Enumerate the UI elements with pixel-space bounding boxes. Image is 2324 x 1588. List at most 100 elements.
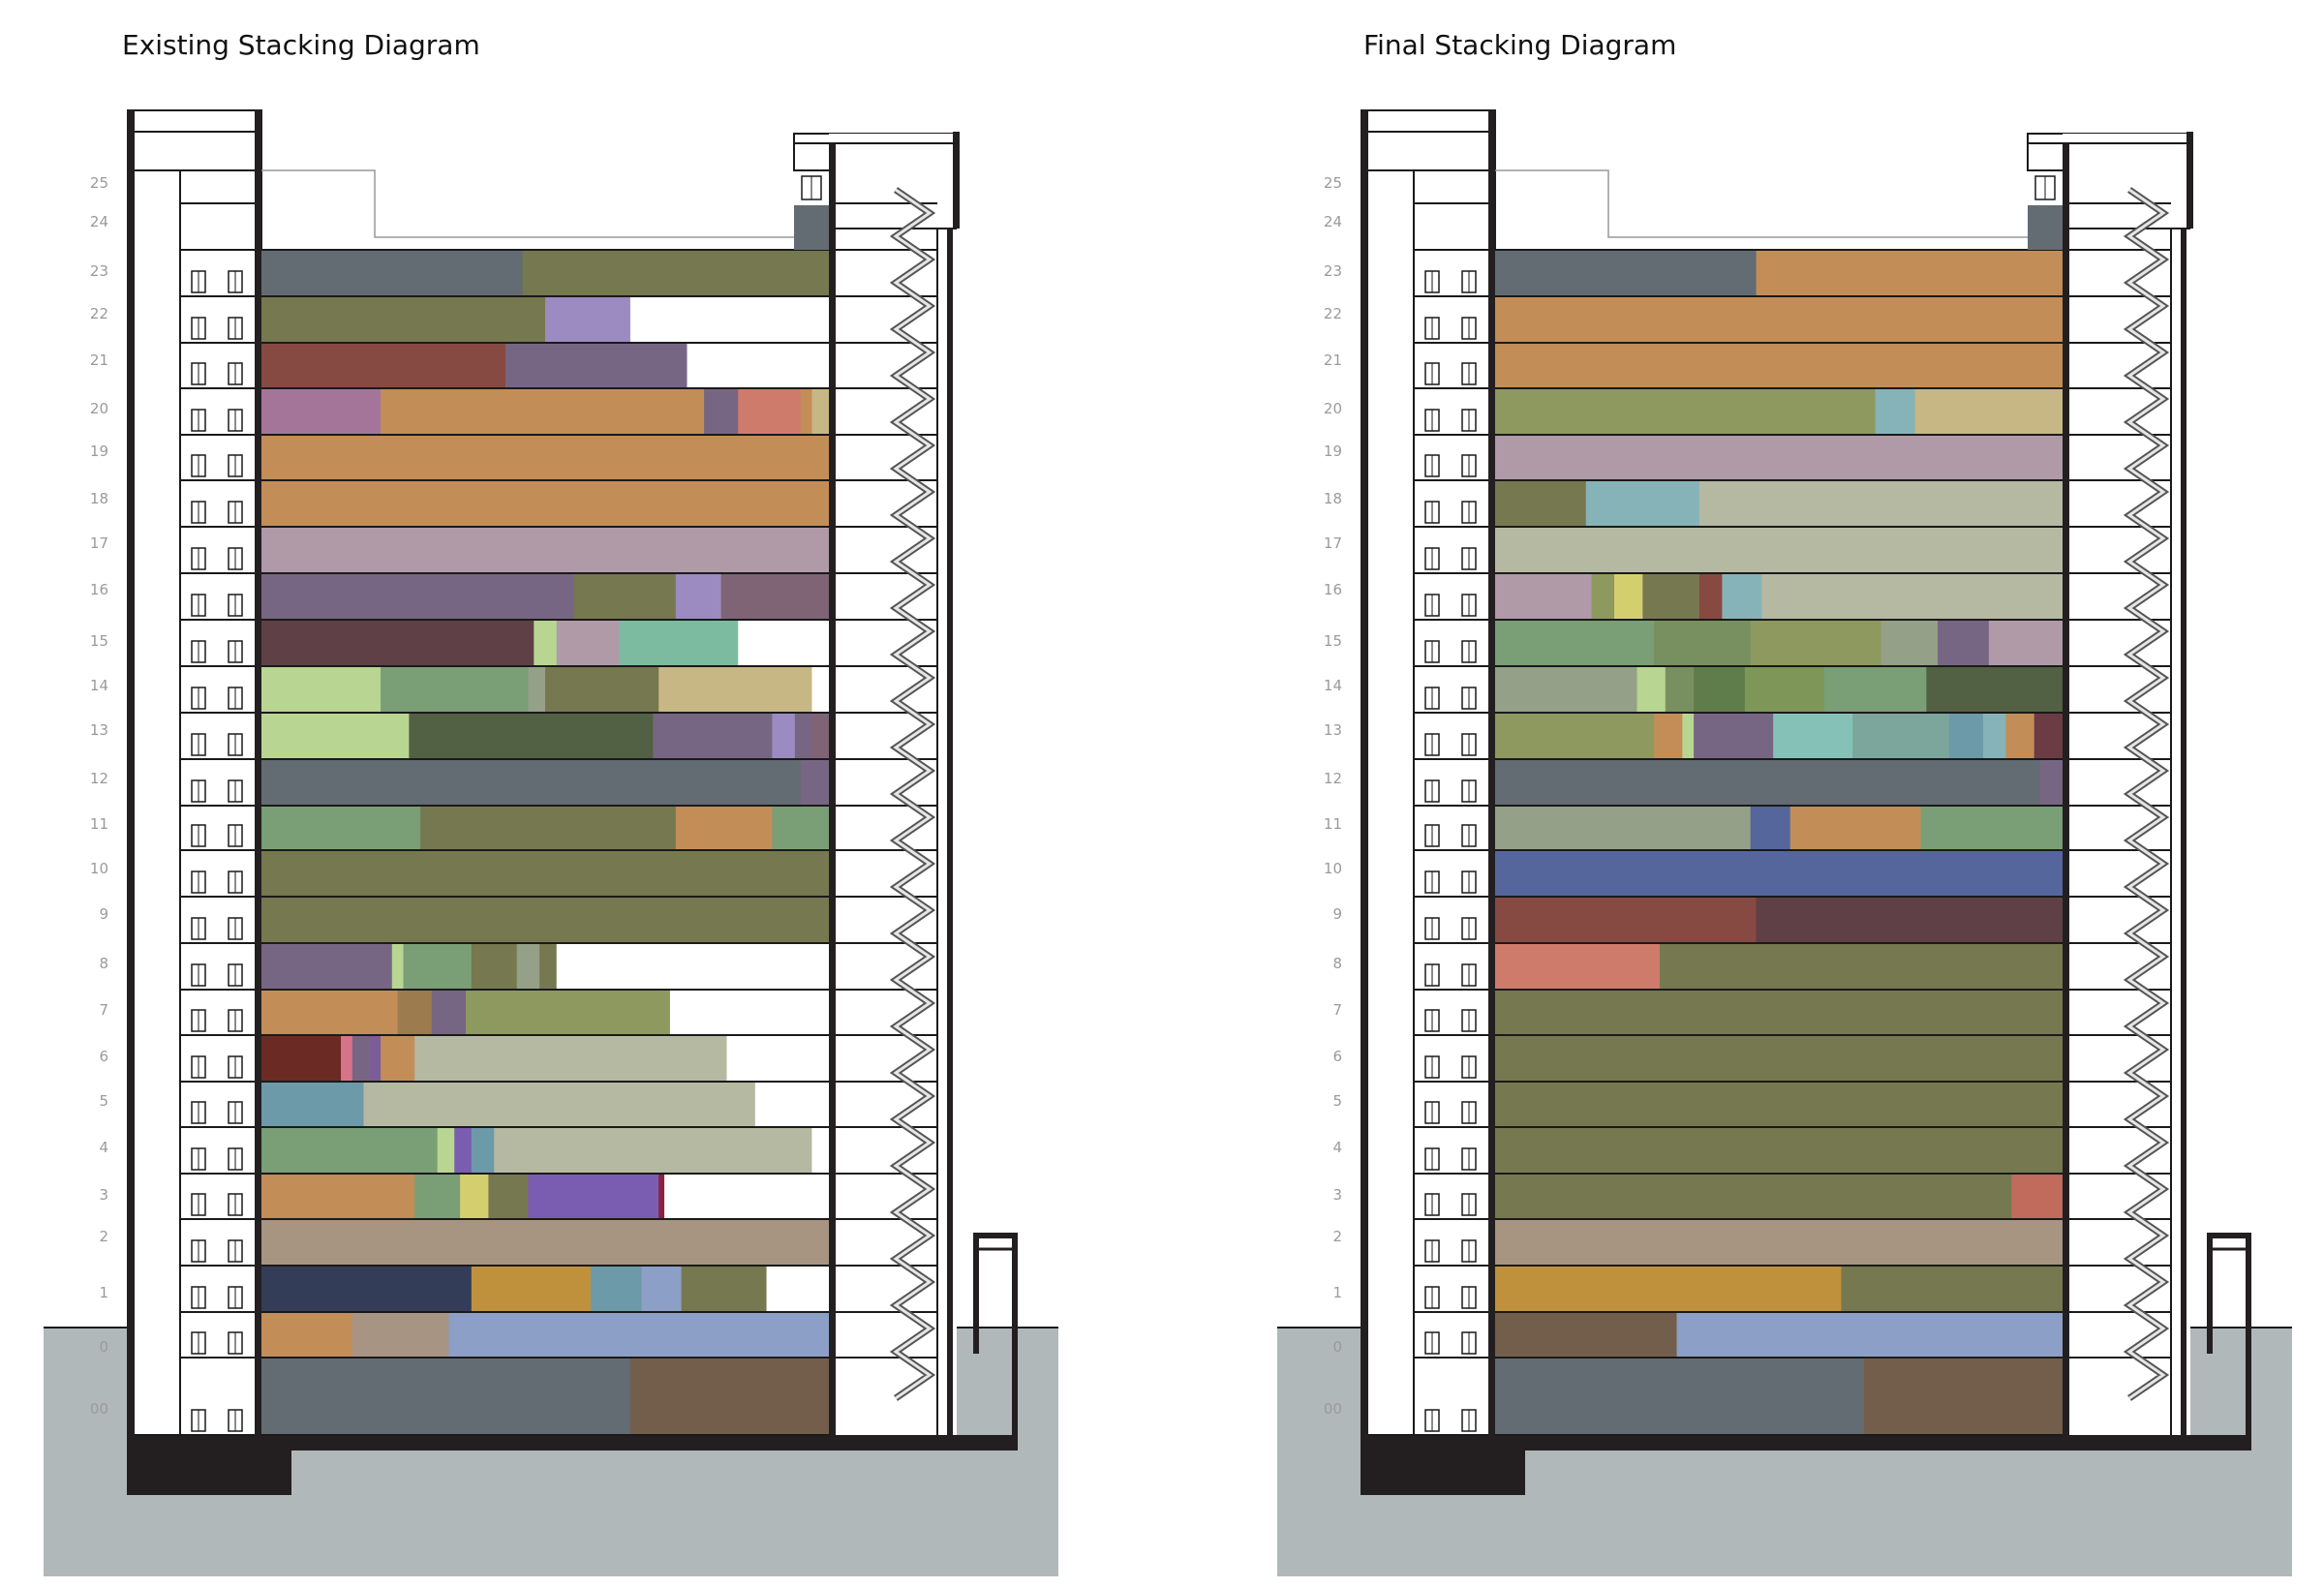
floor-segment [1495,1128,2064,1174]
floor-label-existing-15: 15 [90,632,108,650]
floor-segment [420,807,677,850]
floor-segment [545,297,631,343]
left-core [1362,109,1496,1436]
floor-label-final-9: 9 [1332,905,1342,923]
floor-segment [261,1083,364,1127]
floor-segment [448,1313,830,1358]
floor-segment [471,1128,495,1174]
exterior-stair-frame [973,1233,1018,1435]
floor-segment [414,1175,461,1219]
floor-segment [629,297,830,343]
floor-label-final-19: 19 [1324,443,1342,460]
floor-segment [409,714,654,759]
floor-segment [1636,667,1667,713]
floor-segment [1495,621,1655,666]
floor-segment [1495,807,1752,850]
floor-segment [1495,528,2064,573]
floor-segment [675,574,722,620]
floor-segment [1495,851,2064,897]
floor-segment [1676,1313,2064,1358]
floor-segment [1642,574,1700,620]
floor-segment [391,944,404,990]
roof-block [2028,205,2063,250]
floor-segment [261,1313,353,1358]
floor-label-final-1: 1 [1332,1284,1342,1301]
floor-segment [471,1267,592,1312]
floor-segment [766,1267,830,1312]
floor-segment [1761,574,2064,620]
floor-segment [516,944,540,990]
floor-segment [1694,714,1774,759]
floor-segment [704,389,739,435]
floor-segment [1881,621,1939,666]
floor-segment [811,714,830,759]
floor-label-final-2: 2 [1332,1228,1342,1245]
floor-label-final-00: 00 [1324,1400,1342,1418]
floor-segment [772,714,796,759]
floor-segment [794,714,812,759]
floor-segment [658,1175,665,1219]
floor-segment [2034,714,2064,759]
floor-segment [2005,714,2035,759]
floor-label-final-14: 14 [1324,677,1342,694]
floor-segment [488,1175,529,1219]
floor-label-existing-9: 9 [99,905,108,923]
floor-segment [431,991,467,1035]
floor-segment [1841,1267,2064,1312]
floor-segment [800,389,812,435]
right-outer-wall [947,229,953,1435]
floor-segment [471,944,518,990]
floor-segment [1756,898,2064,943]
floor-segment [261,528,830,573]
floor-segment [1495,1267,1842,1312]
floor-segment [1938,621,1990,666]
left-wall [127,109,135,1436]
floor-label-existing-0: 0 [99,1338,108,1356]
floor-label-existing-22: 22 [90,305,108,322]
left-wall [1361,109,1368,1436]
right-tower-cap [953,132,960,229]
floor-segment [528,1175,659,1219]
floor-segment [811,667,830,713]
floor-segment [653,714,773,759]
floor-segment [369,1036,382,1082]
floor-segment [754,1083,830,1127]
floor-segment [363,1083,756,1127]
floor-label-existing-24: 24 [90,213,108,230]
floor-label-final-3: 3 [1332,1186,1342,1204]
floor-segment [1823,667,1927,713]
floor-segment [1495,389,1877,435]
floor-segment [1495,1083,2064,1127]
floor-segment [261,1128,439,1174]
floor-segment [261,481,830,527]
floor-segment [1665,667,1695,713]
floor-segment [772,807,830,850]
floor-segment [494,1128,812,1174]
floor-label-existing-3: 3 [99,1186,108,1204]
floor-segment [669,991,830,1035]
floor-segment [465,991,671,1035]
floor-segment [738,389,802,435]
floor-segment [261,1036,342,1082]
floor-label-existing-00: 00 [90,1400,108,1418]
floor-segment [726,1036,830,1082]
floor-label-final-24: 24 [1324,213,1342,230]
floor-label-final-25: 25 [1324,174,1342,192]
floor-label-final-16: 16 [1324,581,1342,598]
floor-segment [381,389,705,435]
floor-segment [1654,621,1752,666]
floor-segment [1722,574,1762,620]
floor-segment [1926,667,2064,713]
floor-segment [1495,251,1758,296]
diagram-title-final: Final Stacking Diagram [1363,29,1676,61]
floor-segment [261,714,410,759]
floor-label-final-10: 10 [1324,860,1342,877]
floor-segment [556,621,620,666]
floor-segment [1495,760,2041,806]
roof-outline [261,169,794,238]
floor-segment [1495,297,2064,343]
floor-segment [261,991,399,1035]
foundation-slab [127,1435,1018,1451]
floor-segment [2011,1175,2064,1219]
